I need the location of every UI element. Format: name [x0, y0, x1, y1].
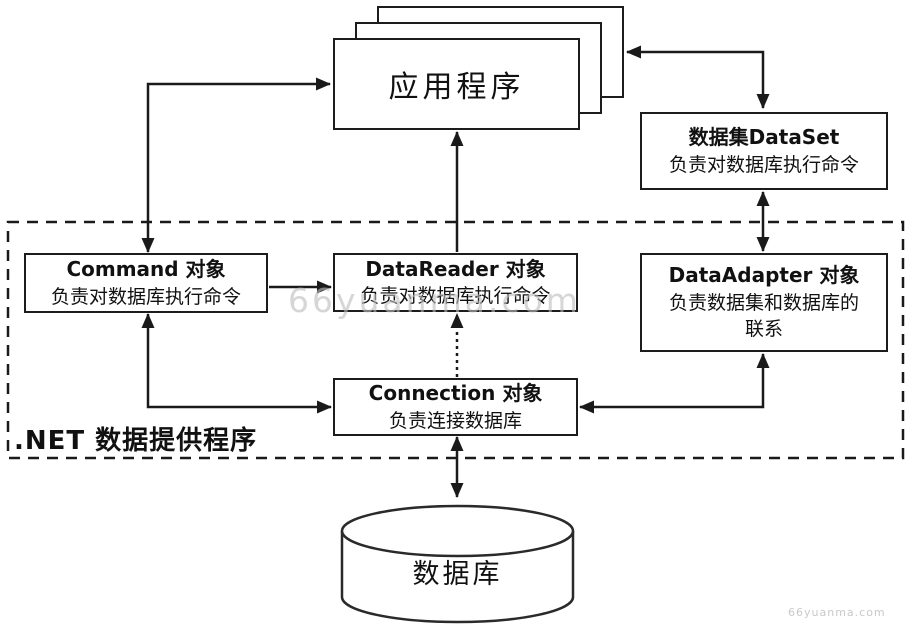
database-cylinder-top — [340, 504, 575, 558]
connection-subtitle: 负责连接数据库 — [388, 409, 522, 432]
datareader-subtitle: 负责对数据库执行命令 — [360, 285, 551, 308]
dataset-box: 数据集DataSet 负责对数据库执行命令 — [640, 112, 888, 190]
database-label: 数据库 — [412, 559, 503, 590]
application-box: 应用程序 — [333, 38, 580, 130]
arrow-command-app — [141, 77, 331, 253]
command-subtitle: 负责对数据库执行命令 — [50, 285, 241, 308]
dataadapter-title: DataAdapter 对象 — [668, 263, 860, 288]
connection-title: Connection 对象 — [368, 381, 543, 406]
dataset-title: 数据集DataSet — [688, 125, 840, 150]
dataset-subtitle: 负责对数据库执行命令 — [668, 153, 859, 176]
dataadapter-subtitle: 负责数据集和数据库的 — [668, 292, 859, 315]
connection-box: Connection 对象 负责连接数据库 — [333, 378, 578, 436]
datareader-box: DataReader 对象 负责对数据库执行命令 — [333, 253, 578, 312]
command-title: Command 对象 — [66, 257, 226, 282]
dataadapter-subtitle2: 联系 — [744, 318, 783, 341]
application-label: 应用程序 — [388, 70, 525, 105]
dataadapter-box: DataAdapter 对象 负责数据集和数据库的 联系 — [640, 253, 888, 352]
provider-frame-label: .NET 数据提供程序 — [14, 426, 258, 456]
arrow-command-connection — [141, 313, 332, 414]
command-box: Command 对象 负责对数据库执行命令 — [24, 253, 268, 313]
arrow-app-dataset — [626, 45, 770, 109]
arrow-dataadapter-connection — [579, 353, 770, 414]
datareader-title: DataReader 对象 — [365, 256, 546, 281]
